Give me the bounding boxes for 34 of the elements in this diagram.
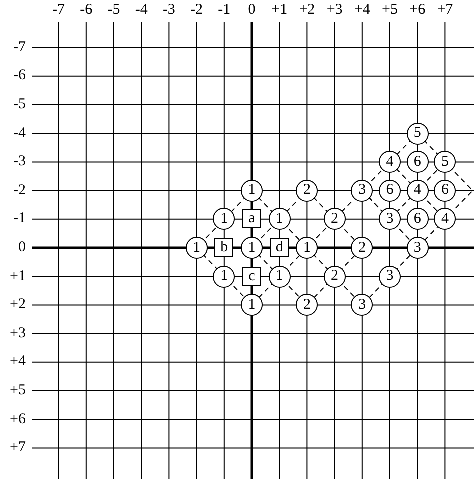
axis-tick-label: +4	[10, 354, 26, 370]
axis-tick-label: +6	[10, 412, 26, 428]
axis-tick-label: -4	[14, 126, 26, 142]
axis-tick-label: +4	[354, 3, 370, 18]
axis-tick-label: +2	[10, 298, 26, 313]
lettered-square: d	[270, 238, 290, 258]
lettered-square: a	[242, 210, 262, 229]
axis-tick-label: +1	[10, 269, 26, 284]
axis-tick-label: -4	[135, 3, 148, 18]
axis-tick-label: +5	[10, 384, 26, 398]
axis-tick-label: -1	[14, 212, 26, 227]
axis-tick-label: -2	[14, 183, 26, 198]
axis-tick-label: -2	[190, 3, 204, 18]
axis-tick-label: -5	[14, 98, 26, 112]
axis-tick-label: -3	[162, 3, 176, 18]
axis-tick-label: 0	[248, 3, 256, 18]
axis-tick-label: +1	[272, 3, 288, 18]
axis-tick-label: -6	[14, 68, 26, 84]
axis-tick-label: +7	[437, 3, 454, 18]
axis-tick-label: -1	[218, 3, 231, 18]
lettered-square: b	[214, 238, 234, 258]
axis-tick-label: +2	[299, 3, 316, 18]
axis-tick-label: -7	[52, 3, 66, 18]
axis-tick-label: +3	[326, 3, 343, 18]
axis-tick-label: 0	[18, 240, 26, 256]
lettered-square: c	[242, 267, 262, 286]
axis-tick-label: -3	[14, 154, 26, 170]
axis-tick-label: +5	[382, 3, 398, 18]
axis-tick-label: -6	[80, 3, 93, 18]
axis-tick-label: +7	[10, 440, 26, 456]
axis-tick-label: -7	[14, 40, 26, 56]
axis-tick-label: +6	[410, 3, 426, 18]
axis-tick-label: +3	[10, 326, 26, 342]
axis-tick-label: -5	[108, 3, 120, 18]
